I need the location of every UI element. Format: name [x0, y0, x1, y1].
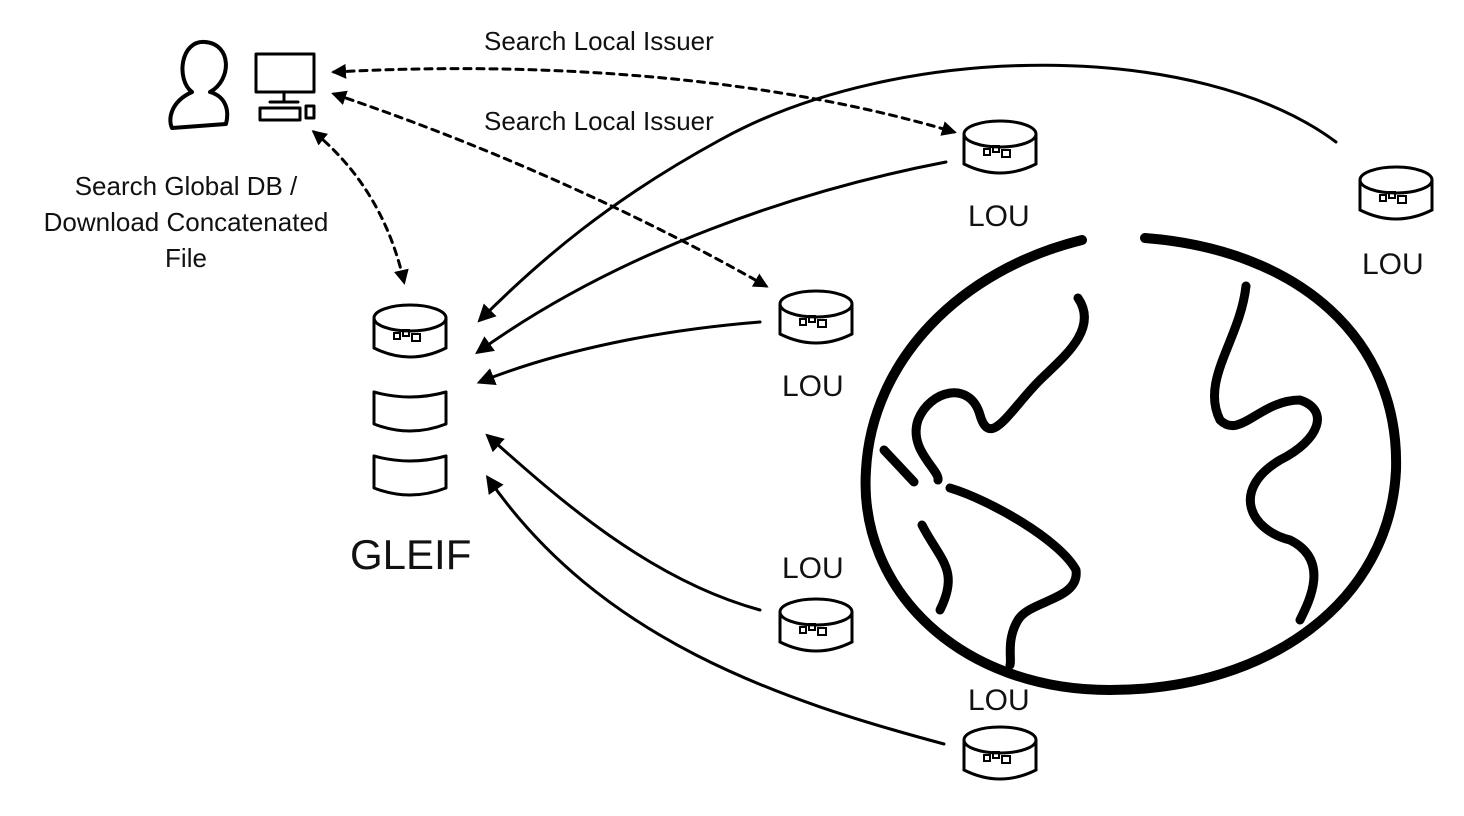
- gleif-label: GLEIF: [350, 531, 472, 578]
- lou-far-right-database-icon: [1358, 165, 1434, 221]
- search-global-line-2: Download Concatenated: [43, 207, 329, 237]
- edge-search-local-issuer-top: [331, 63, 957, 136]
- lou-top-database-icon: [962, 119, 1038, 175]
- lou-lower-label: LOU: [782, 552, 844, 585]
- lou-top-label: LOU: [968, 200, 1030, 233]
- search-global-line-1: Search Global DB /: [74, 171, 298, 201]
- lou-bottom-database-icon: [962, 725, 1038, 781]
- person-icon: [168, 40, 230, 130]
- lou-far-right-label: LOU: [1362, 248, 1424, 281]
- lou-middle-database-icon: [778, 289, 854, 345]
- search-global-line-3: File: [165, 243, 207, 273]
- edge-lou-bottom-to-gleif: [485, 475, 946, 746]
- edge-lou-middle-to-gleif: [476, 320, 762, 386]
- lou-middle-label: LOU: [782, 370, 844, 403]
- lou-lower-database-icon: [778, 597, 854, 653]
- edge-search-global: [311, 130, 409, 285]
- edge-label-search-global: Search Global DB / Download Concatenated…: [10, 168, 362, 276]
- globe-icon: [860, 233, 1402, 695]
- edge-search-local-issuer-middle: [331, 90, 769, 288]
- edge-lou-lower-to-gleif: [485, 433, 762, 612]
- edge-lou-far-right-to-gleif: [477, 63, 1338, 323]
- edge-label-search-local-issuer-top: Search Local Issuer: [484, 26, 714, 56]
- edge-label-search-local-issuer-middle: Search Local Issuer: [484, 106, 714, 136]
- lou-bottom-label: LOU: [968, 684, 1030, 717]
- edge-lou-top-to-gleif: [475, 160, 948, 355]
- gleif-database-icon: [372, 303, 448, 497]
- computer-icon: [254, 52, 316, 122]
